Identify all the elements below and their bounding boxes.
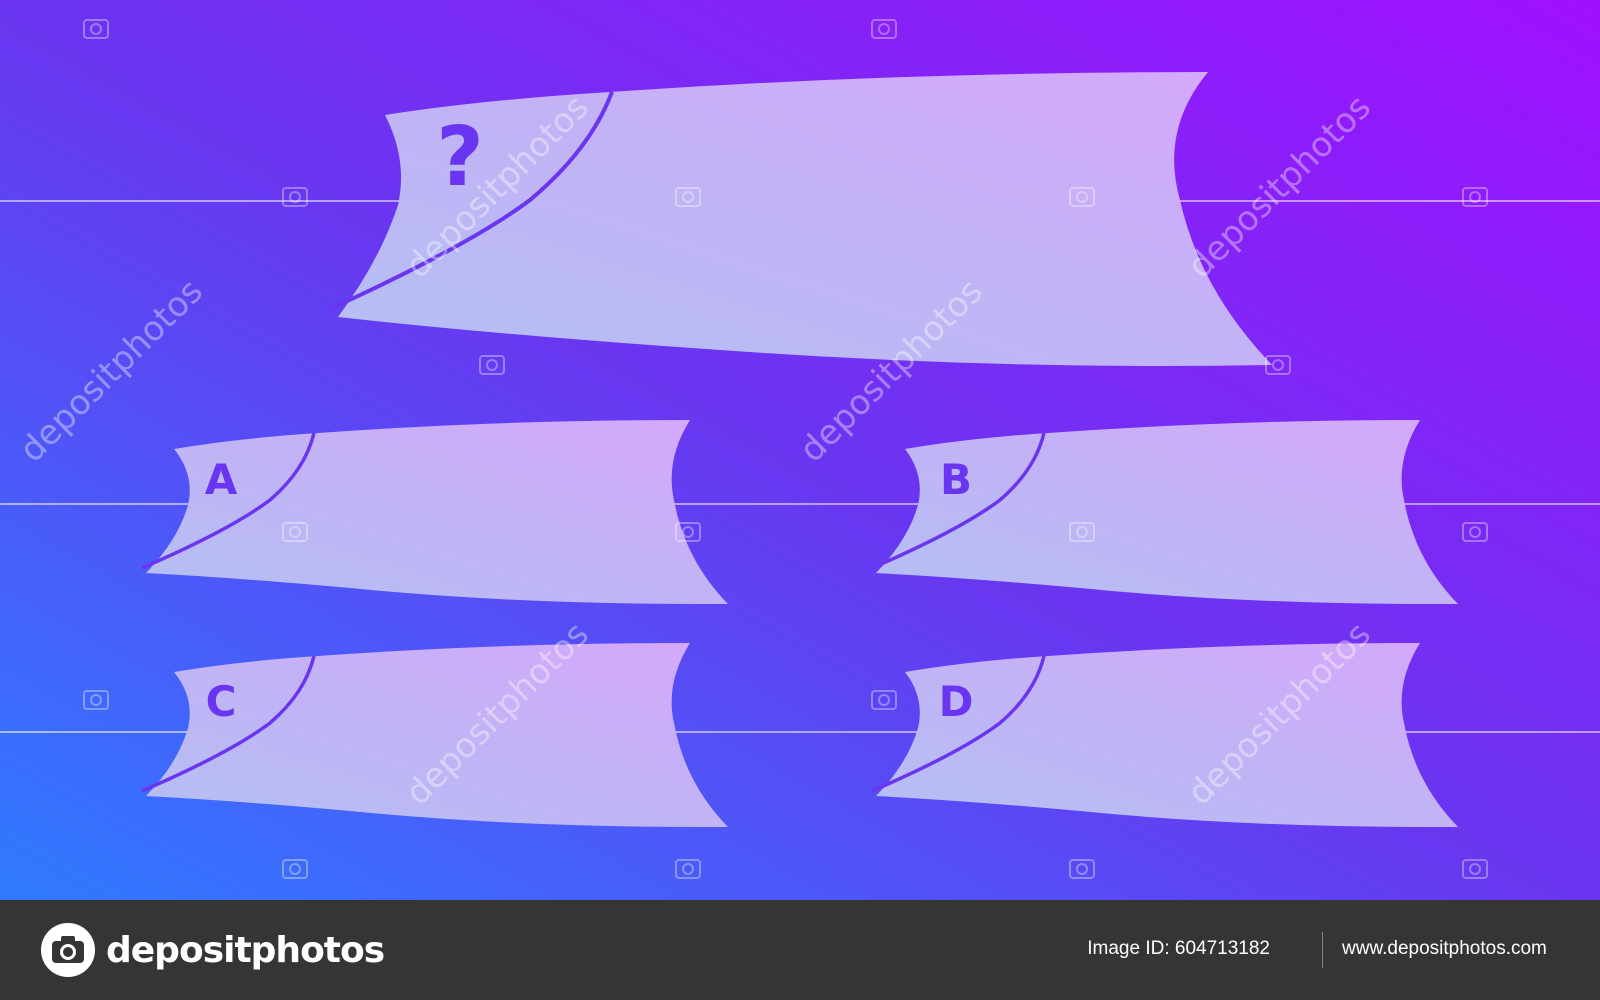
option-label-b: B bbox=[939, 455, 972, 504]
option-label-c: C bbox=[205, 677, 237, 726]
site-link[interactable]: www.depositphotos.com bbox=[1342, 938, 1547, 959]
option-card-c[interactable] bbox=[141, 643, 728, 828]
option-card-d[interactable] bbox=[871, 643, 1458, 828]
option-label-d: D bbox=[938, 677, 974, 726]
brand-name: depositphotos bbox=[106, 929, 385, 971]
camera-logo-icon bbox=[41, 923, 95, 977]
option-card-a[interactable] bbox=[141, 420, 728, 605]
quiz-illustration bbox=[0, 0, 1600, 900]
image-id-text: Image ID: 604713182 bbox=[1087, 938, 1270, 959]
camera-watermark-icon bbox=[83, 19, 1488, 879]
option-label-a: A bbox=[204, 455, 238, 504]
option-card-b[interactable] bbox=[871, 420, 1458, 605]
quiz-graphic: ? A B C D depositphotos depositphotos de… bbox=[0, 0, 1600, 900]
question-mark: ? bbox=[436, 110, 484, 205]
brand-logo[interactable]: depositphotos bbox=[40, 922, 385, 978]
question-banner bbox=[329, 72, 1272, 366]
footer-bar: depositphotos Image ID: 604713182 www.de… bbox=[0, 900, 1600, 1000]
footer-divider bbox=[1322, 932, 1323, 968]
